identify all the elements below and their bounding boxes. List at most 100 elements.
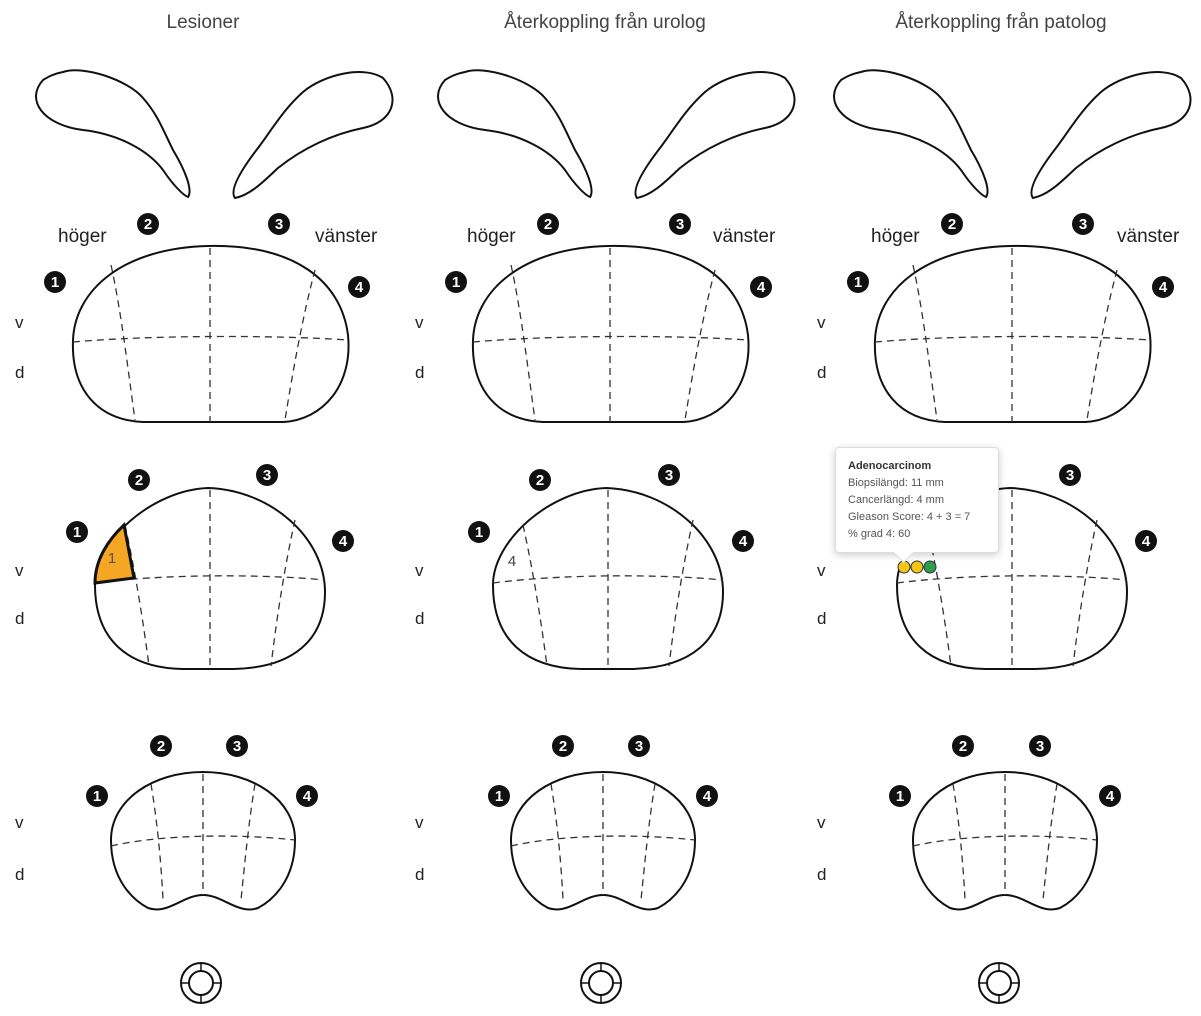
zone-badge-3[interactable]: 3 bbox=[1072, 213, 1094, 235]
pathology-tooltip: Adenocarcinom Biopsilängd: 11 mm Cancerl… bbox=[835, 447, 999, 553]
apex-divider bbox=[151, 784, 163, 900]
svg-text:4: 4 bbox=[703, 788, 712, 805]
zone-badge-3[interactable]: 3 bbox=[226, 735, 248, 757]
dorsal-label: d bbox=[415, 609, 424, 628]
svg-text:2: 2 bbox=[948, 216, 956, 233]
zone-badge-1[interactable]: 1 bbox=[889, 785, 911, 807]
tooltip-title: Adenocarcinom bbox=[848, 458, 986, 475]
svg-text:1: 1 bbox=[854, 274, 862, 291]
tooltip-line-cancer-length: Cancerlängd: 4 mm bbox=[848, 492, 986, 509]
ventral-label: v bbox=[15, 561, 24, 580]
svg-text:4: 4 bbox=[739, 533, 748, 550]
zone-badge-2[interactable]: 2 bbox=[537, 213, 559, 235]
dorsal-label: d bbox=[817, 363, 826, 382]
svg-text:3: 3 bbox=[665, 467, 673, 484]
svg-text:2: 2 bbox=[157, 738, 165, 755]
apex-divider bbox=[1043, 784, 1057, 900]
ventral-label: v bbox=[817, 313, 826, 332]
apex-divider bbox=[953, 784, 965, 900]
apex-divider bbox=[551, 784, 563, 900]
svg-text:1: 1 bbox=[452, 274, 460, 291]
svg-text:2: 2 bbox=[959, 738, 967, 755]
zone-badge-2[interactable]: 2 bbox=[941, 213, 963, 235]
tooltip-line-grade4: % grad 4: 60 bbox=[848, 526, 986, 543]
zone-badge-4[interactable]: 4 bbox=[750, 276, 772, 298]
zone-badge-4[interactable]: 4 bbox=[332, 530, 354, 552]
zone-badge-1[interactable]: 1 bbox=[445, 271, 467, 293]
zone-badge-2[interactable]: 2 bbox=[128, 469, 150, 491]
base-divider bbox=[1087, 270, 1117, 420]
base-outline[interactable] bbox=[875, 246, 1151, 422]
base-divider bbox=[913, 265, 937, 420]
zone-badge-3[interactable]: 3 bbox=[256, 464, 278, 486]
zone-badge-2[interactable]: 2 bbox=[529, 469, 551, 491]
zone-badge-2[interactable]: 2 bbox=[150, 735, 172, 757]
zone-badge-1[interactable]: 1 bbox=[86, 785, 108, 807]
base-divider bbox=[285, 270, 315, 420]
tooltip-line-biopsy-length: Biopsilängd: 11 mm bbox=[848, 475, 986, 492]
dorsal-label: d bbox=[15, 609, 24, 628]
svg-text:2: 2 bbox=[144, 216, 152, 233]
svg-text:4: 4 bbox=[1106, 788, 1115, 805]
svg-text:1: 1 bbox=[51, 274, 59, 291]
column-lesioner: Lesioner höger vänster 2 3 1 4 v d 2 3 1… bbox=[3, 0, 403, 1016]
dorsal-label: d bbox=[15, 865, 24, 884]
zone-badge-4[interactable]: 4 bbox=[732, 530, 754, 552]
svg-text:1: 1 bbox=[475, 524, 483, 541]
svg-text:1: 1 bbox=[73, 524, 81, 541]
urethra-icon[interactable] bbox=[581, 963, 621, 1003]
base-outline[interactable] bbox=[73, 246, 349, 422]
zone-badge-1[interactable]: 1 bbox=[44, 271, 66, 293]
mid-divider bbox=[523, 525, 547, 666]
zone-badge-3[interactable]: 3 bbox=[669, 213, 691, 235]
seminal-vesicle-right[interactable] bbox=[36, 70, 190, 197]
seminal-vesicle-left[interactable] bbox=[635, 72, 794, 198]
zone-badge-3[interactable]: 3 bbox=[628, 735, 650, 757]
seminal-vesicle-right[interactable] bbox=[834, 70, 988, 197]
prostate-diagram: höger vänster 2 3 1 4 v d 2 3 1 4 v d 1 … bbox=[3, 0, 403, 1016]
zone-badge-3[interactable]: 3 bbox=[268, 213, 290, 235]
base-outline[interactable] bbox=[473, 246, 749, 422]
zone-badge-3[interactable]: 3 bbox=[1059, 464, 1081, 486]
side-label-right: höger bbox=[467, 226, 516, 247]
ventral-label: v bbox=[817, 561, 826, 580]
zone-badge-1[interactable]: 1 bbox=[488, 785, 510, 807]
zone-badge-1[interactable]: 1 bbox=[468, 521, 490, 543]
tooltip-line-gleason: Gleason Score: 4 + 3 = 7 bbox=[848, 509, 986, 526]
dorsal-label: d bbox=[415, 363, 424, 382]
zone-badge-4[interactable]: 4 bbox=[1135, 530, 1157, 552]
svg-text:3: 3 bbox=[263, 467, 271, 484]
seminal-vesicle-left[interactable] bbox=[1031, 72, 1190, 198]
zone-badge-1[interactable]: 1 bbox=[66, 521, 88, 543]
svg-text:4: 4 bbox=[355, 279, 364, 296]
svg-text:3: 3 bbox=[233, 738, 241, 755]
dorsal-label: d bbox=[415, 865, 424, 884]
zone-badge-4[interactable]: 4 bbox=[1152, 276, 1174, 298]
urethra-icon[interactable] bbox=[979, 963, 1019, 1003]
seminal-vesicle-right[interactable] bbox=[438, 70, 592, 197]
side-label-left: vänster bbox=[1117, 226, 1180, 247]
base-divider bbox=[511, 265, 535, 420]
zone-badge-1[interactable]: 1 bbox=[847, 271, 869, 293]
svg-text:2: 2 bbox=[135, 472, 143, 489]
zone-badge-4[interactable]: 4 bbox=[348, 276, 370, 298]
zone-badge-4[interactable]: 4 bbox=[296, 785, 318, 807]
zone-badge-3[interactable]: 3 bbox=[1029, 735, 1051, 757]
ventral-label: v bbox=[415, 561, 424, 580]
side-label-right: höger bbox=[58, 226, 107, 247]
dorsal-label: d bbox=[817, 865, 826, 884]
svg-text:1: 1 bbox=[896, 788, 904, 805]
urolog-annotation: 4 bbox=[508, 553, 516, 570]
zone-badge-2[interactable]: 2 bbox=[952, 735, 974, 757]
urethra-icon[interactable] bbox=[181, 963, 221, 1003]
seminal-vesicle-left[interactable] bbox=[233, 72, 392, 198]
zone-badge-2[interactable]: 2 bbox=[137, 213, 159, 235]
svg-text:4: 4 bbox=[1159, 279, 1168, 296]
zone-badge-4[interactable]: 4 bbox=[1099, 785, 1121, 807]
zone-badge-4[interactable]: 4 bbox=[696, 785, 718, 807]
zone-badge-3[interactable]: 3 bbox=[658, 464, 680, 486]
prostate-diagram: höger vänster 2 3 1 4 v d 2 3 1 4 v d 4 … bbox=[405, 0, 805, 1016]
svg-text:4: 4 bbox=[757, 279, 766, 296]
mid-divider bbox=[271, 520, 295, 666]
zone-badge-2[interactable]: 2 bbox=[552, 735, 574, 757]
